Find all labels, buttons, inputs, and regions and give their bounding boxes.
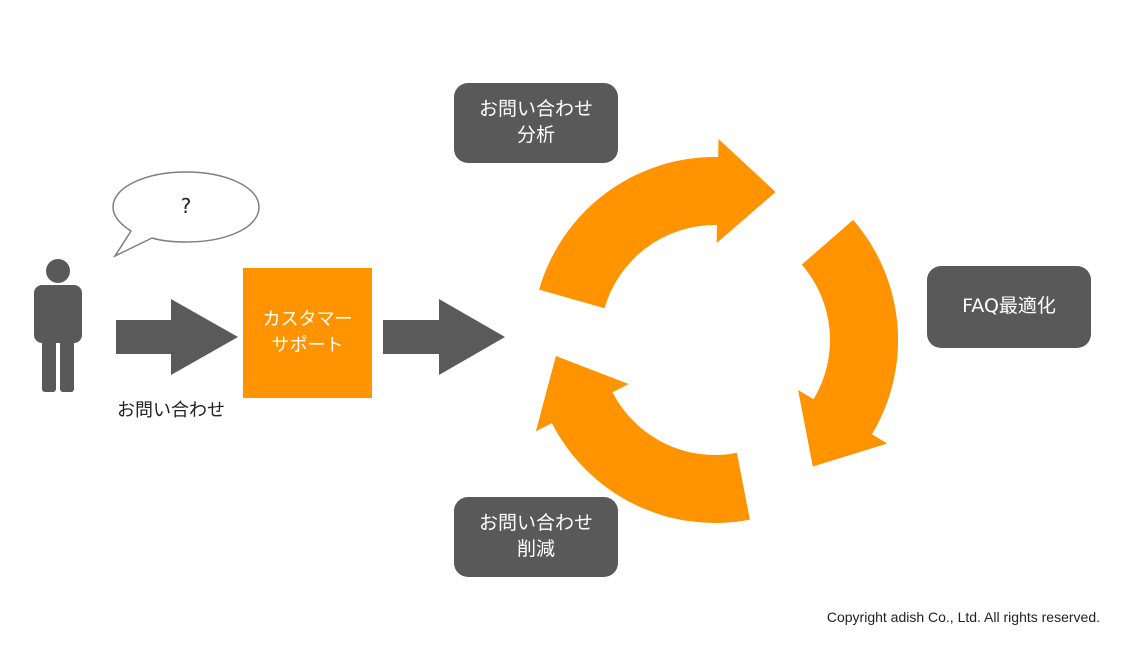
cycle-arrow-top — [539, 139, 776, 309]
step-inquiry-reduction: お問い合わせ 削減 — [454, 497, 618, 577]
cycle-arrows — [535, 139, 899, 523]
arrow-to-support — [116, 299, 238, 375]
cycle-arrow-right — [798, 219, 899, 467]
copyright-text: Copyright adish Co., Ltd. All rights res… — [826, 609, 1100, 625]
speech-bubble-text: ? — [180, 194, 192, 218]
step-inquiry-analysis: お問い合わせ 分析 — [454, 83, 618, 163]
person-caption: お問い合わせ — [117, 400, 225, 421]
customer-support-box: カスタマー サポート — [243, 268, 372, 398]
arrow-to-cycle — [383, 299, 505, 375]
cycle-arrow-bottom — [535, 356, 750, 523]
person-icon — [34, 259, 82, 392]
step-faq-optimization: FAQ最適化 — [927, 266, 1091, 348]
speech-bubble — [112, 171, 260, 258]
